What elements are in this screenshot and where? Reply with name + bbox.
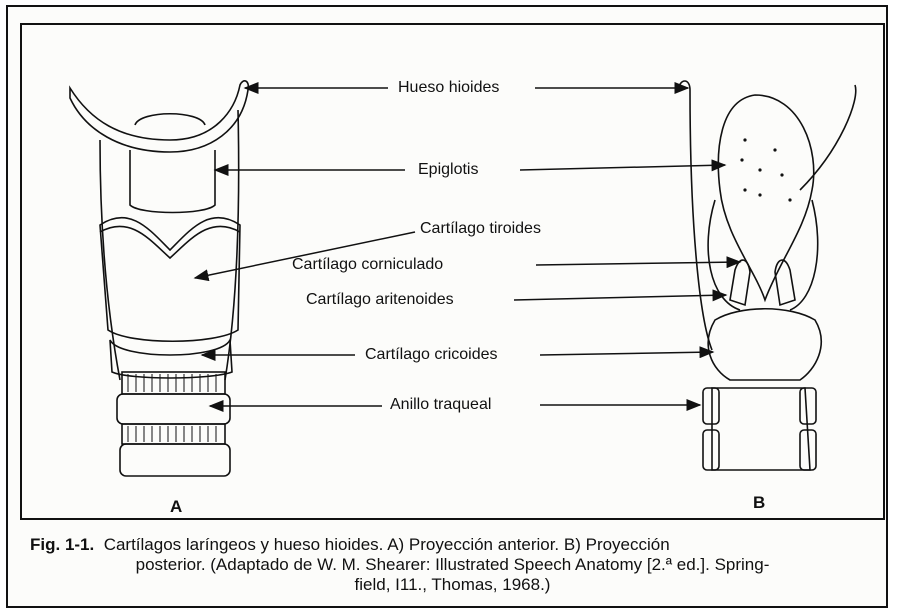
hyoid-bone-b <box>678 81 712 350</box>
tracheal-ring-a <box>117 394 230 424</box>
trachea-hatching-a <box>128 374 216 442</box>
label-epiglotis: Epiglotis <box>418 161 478 179</box>
trachea-b <box>712 388 810 470</box>
anterior-view <box>70 81 248 476</box>
caption-line-3: field, I11., Thomas, 1968.) <box>20 575 885 595</box>
label-cartilago-aritenoides: Cartílago aritenoides <box>306 291 454 309</box>
panel-label-a: A <box>170 497 182 517</box>
thyroid-cartilage-a <box>100 218 240 342</box>
hyoid-bone-a <box>70 81 248 152</box>
epiglottis-dots <box>740 138 791 201</box>
panel-label-b: B <box>753 493 765 513</box>
caption-line-1: Fig. 1-1. Cartílagos laríngeos y hueso h… <box>20 535 885 555</box>
posterior-view <box>678 81 856 470</box>
label-anillo-traqueal: Anillo traqueal <box>390 396 491 414</box>
cricoid-cartilage-b <box>708 309 821 380</box>
figure-caption: Fig. 1-1. Cartílagos laríngeos y hueso h… <box>20 535 885 595</box>
caption-line-2: posterior. (Adaptado de W. M. Shearer: I… <box>20 555 885 575</box>
caption-line-1-text: Cartílagos laríngeos y hueso hioides. A)… <box>104 535 670 554</box>
trachea-band-a1 <box>122 372 225 394</box>
epiglottis-b <box>718 95 813 300</box>
label-cartilago-corniculado: Cartílago corniculado <box>292 256 443 274</box>
tracheal-ring-b <box>703 388 719 424</box>
arytenoid-b <box>730 260 750 305</box>
label-hueso-hioides: Hueso hioides <box>398 79 499 97</box>
label-cartilago-cricoides: Cartílago cricoides <box>365 346 498 364</box>
label-cartilago-tiroides: Cartílago tiroides <box>420 220 541 238</box>
figure-number: Fig. 1-1. <box>30 535 94 554</box>
epiglottis-a <box>130 150 215 213</box>
